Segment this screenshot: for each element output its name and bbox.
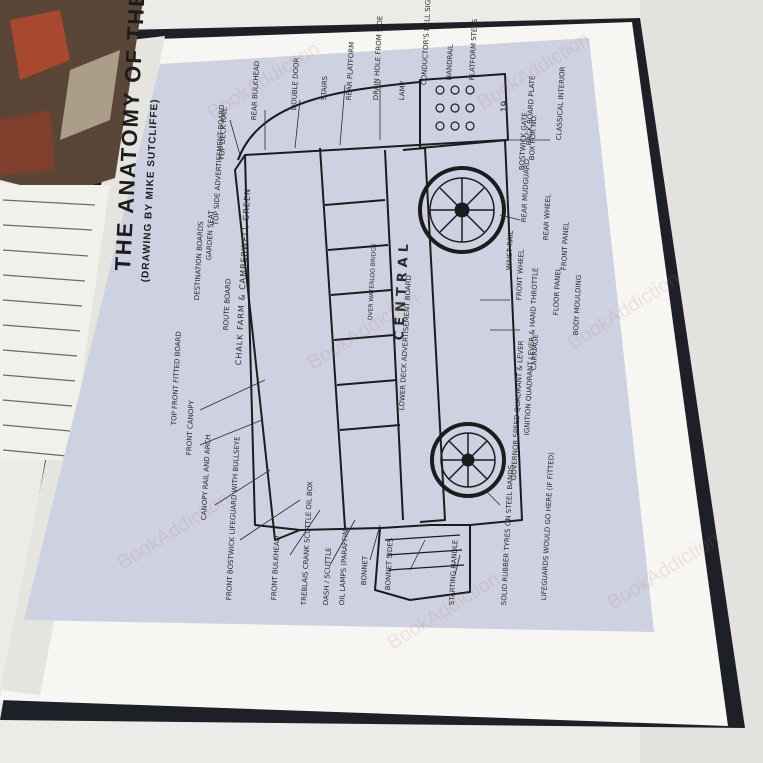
label-lamp: LAMP [398,80,407,101]
deck-divider [319,147,346,529]
prev-page-text-block [0,185,110,460]
bonnet [374,525,471,601]
rear-wheel [418,166,506,254]
bus-body-outline [244,139,523,531]
rear-canopy-curve [237,81,421,161]
lower-panel [402,147,446,523]
prev-page-text-lines [2,199,96,457]
upper-deck-line [234,154,301,541]
label-leader-lines [199,80,550,576]
label-stairs: STAIRS [320,75,330,101]
corner-number: 19 [500,100,511,113]
front-wheel [430,422,506,498]
label-bonnet: BONNET [360,555,370,586]
